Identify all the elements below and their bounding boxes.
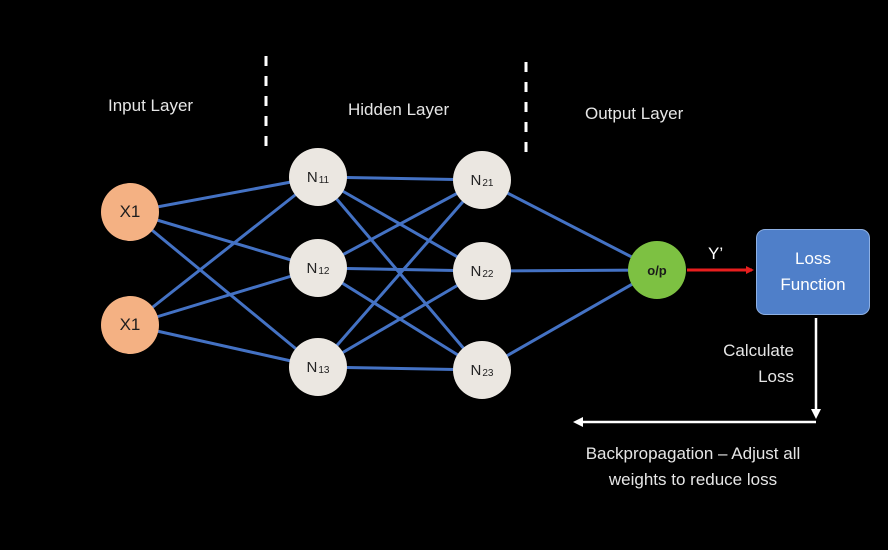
input-node-2: X1 <box>101 296 159 354</box>
connection-l1-1-0 <box>317 178 483 270</box>
loss-box-line-2: Function <box>780 275 846 294</box>
connection-l2-0-0 <box>481 178 658 272</box>
connection-l0-1-0 <box>129 175 319 327</box>
node-label: N <box>470 361 482 379</box>
prediction-label: Y’ <box>708 244 724 263</box>
node-subscript: 23 <box>482 367 494 379</box>
node-subscript: 12 <box>318 265 330 277</box>
calculate-loss-text: Calculate Loss <box>690 338 794 390</box>
loss-function-box: Loss Function <box>756 229 870 315</box>
hidden-layer-label: Hidden Layer <box>348 100 450 119</box>
calculate-loss-line-1: Calculate <box>723 341 794 360</box>
node-label: N <box>306 358 318 376</box>
loss-box-line-1: Loss <box>795 249 831 268</box>
input-node-1: X1 <box>101 183 159 241</box>
backprop-line-1: Backpropagation – Adjust all <box>585 444 801 463</box>
connection-l1-2-1 <box>317 269 483 369</box>
connections <box>129 175 658 372</box>
connection-l0-0-0 <box>129 175 319 214</box>
backprop-text: Backpropagation – Adjust all weights to … <box>548 441 838 493</box>
connection-l0-1-1 <box>129 266 319 327</box>
input-layer-label: Input Layer <box>108 96 194 115</box>
calculate-loss-line-2: Loss <box>758 367 794 386</box>
output-layer-label: Output Layer <box>585 104 684 123</box>
connection-l1-2-0 <box>316 179 484 368</box>
connection-l0-0-1 <box>129 210 319 270</box>
node-label: N <box>470 171 482 189</box>
node-subscript: 13 <box>318 364 330 376</box>
node-subscript: 21 <box>482 177 494 189</box>
node-subscript: 22 <box>482 268 494 280</box>
output-node: o/p <box>628 241 686 299</box>
node-label: N <box>306 259 318 277</box>
connection-l0-1-2 <box>129 323 319 369</box>
node-subscript: 11 <box>318 174 330 186</box>
connection-l2-2-0 <box>481 268 658 372</box>
node-label: N <box>306 168 318 186</box>
connection-l2-1-0 <box>481 268 658 273</box>
backprop-line-2: weights to reduce loss <box>608 470 778 489</box>
connection-l0-0-2 <box>129 210 319 369</box>
node-label: N <box>470 262 482 280</box>
